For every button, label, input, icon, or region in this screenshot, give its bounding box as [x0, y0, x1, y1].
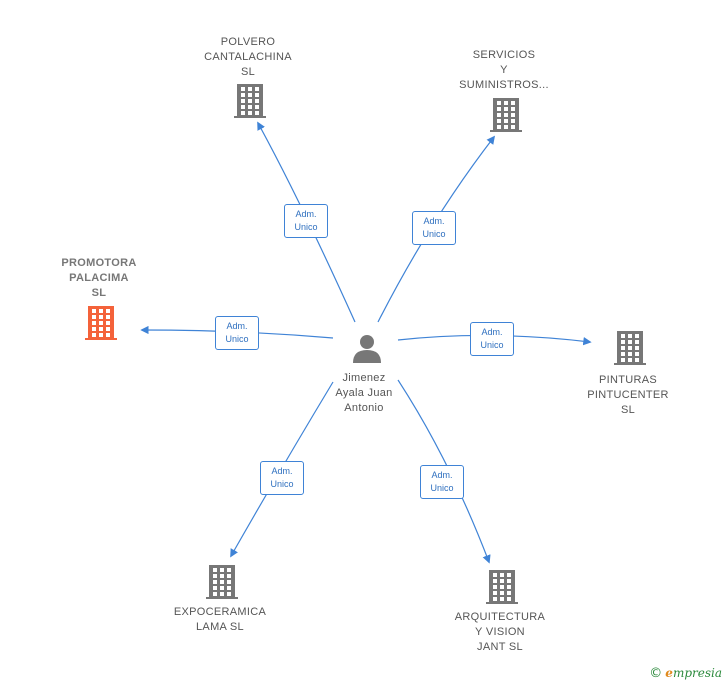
edge-badge-line: Adm.	[423, 216, 445, 226]
company-label-line: SL	[91, 287, 107, 299]
edge-badge-line: Unico	[294, 222, 318, 232]
edge-badge-line: Adm.	[226, 321, 248, 331]
edge-badge-line: Unico	[225, 334, 249, 344]
company-label-line: ARQUITECTURA	[454, 611, 546, 623]
brand-name: mpresia	[672, 666, 722, 680]
person-label-line: Jimenez	[342, 372, 386, 384]
edge-badge-line: Adm.	[481, 327, 503, 337]
edge-badge-line: Adm.	[431, 470, 453, 480]
building-icon	[614, 331, 646, 365]
company-label-arquitectura[interactable]: ARQUITECTURA Y VISION JANT SL	[430, 610, 570, 655]
edge-badge-line: Unico	[270, 479, 294, 489]
person-label-line: Ayala Juan	[335, 387, 393, 399]
empresia-watermark: ©empresia	[649, 666, 722, 681]
company-label-line: PINTURAS	[598, 374, 658, 386]
company-label-line: CANTALACHINA	[204, 51, 292, 63]
building-icon	[206, 565, 238, 599]
company-label-line: PALACIMA	[69, 272, 129, 284]
edge-badge-line: Adm.	[295, 209, 317, 219]
company-label-line: EXPOCERAMICA	[173, 606, 267, 618]
company-label-line: Y	[500, 64, 508, 76]
edge-badge-pinturas[interactable]: Adm. Unico	[470, 322, 514, 356]
building-icon	[234, 84, 266, 118]
company-label-line: SUMINISTROS...	[459, 79, 549, 91]
company-label-pinturas[interactable]: PINTURAS PINTUCENTER SL	[558, 373, 698, 418]
edge-badge-expoceramica[interactable]: Adm. Unico	[260, 461, 304, 495]
building-icon	[85, 306, 117, 340]
company-label-line: Y VISION	[475, 626, 525, 638]
edge-badge-line: Adm.	[271, 466, 293, 476]
company-label-promotora[interactable]: PROMOTORA PALACIMA SL	[29, 256, 169, 301]
edge-badge-line: Unico	[422, 229, 446, 239]
copyright-symbol: ©	[649, 666, 663, 681]
company-label-servicios[interactable]: SERVICIOS Y SUMINISTROS...	[434, 48, 574, 93]
person-label-line: Antonio	[344, 402, 384, 414]
edge-badge-servicios[interactable]: Adm. Unico	[412, 211, 456, 245]
edge-badge-arquitectura[interactable]: Adm. Unico	[420, 465, 464, 499]
company-label-line: JANT SL	[477, 641, 523, 653]
company-label-line: LAMA SL	[196, 621, 244, 633]
building-icon	[486, 570, 518, 604]
person-icon	[353, 335, 381, 363]
company-label-line: PINTUCENTER	[587, 389, 669, 401]
edge-badge-promotora[interactable]: Adm. Unico	[215, 316, 259, 350]
brand-initial: e	[665, 666, 673, 680]
company-label-line: SERVICIOS	[472, 49, 536, 61]
edge-badge-polvero[interactable]: Adm. Unico	[284, 204, 328, 238]
company-label-line: POLVERO	[220, 36, 276, 48]
company-label-line: SL	[620, 404, 636, 416]
edge-badge-line: Unico	[480, 340, 504, 350]
company-label-expoceramica[interactable]: EXPOCERAMICA LAMA SL	[150, 605, 290, 635]
company-label-polvero[interactable]: POLVERO CANTALACHINA SL	[178, 35, 318, 80]
company-label-line: PROMOTORA	[61, 257, 137, 269]
edge-badge-line: Unico	[430, 483, 454, 493]
company-label-line: SL	[240, 66, 256, 78]
building-icon	[490, 98, 522, 132]
